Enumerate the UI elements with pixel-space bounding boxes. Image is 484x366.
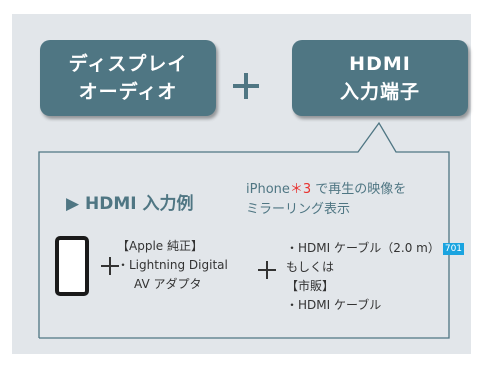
cable-line1: ・HDMI ケーブル（2.0 m）701 — [286, 239, 465, 258]
hdmi-terminal-line2: 入力端子 — [339, 81, 420, 103]
mirroring-note: iPhone＊3 で再生の映像を ミラーリング表示 — [246, 180, 406, 220]
footnote-marker: ＊3 — [289, 182, 312, 197]
display-audio-line1: ディスプレイ — [68, 53, 188, 75]
note-line1: iPhone＊3 で再生の映像を — [246, 180, 406, 200]
plus-icon — [101, 257, 119, 275]
display-audio-box: ディスプレイ オーディオ — [40, 40, 216, 116]
hdmi-terminal-line1: HDMI — [349, 53, 411, 75]
adapter-line2: ・Lightning Digital — [117, 258, 228, 272]
smartphone-icon — [55, 236, 89, 296]
cable-text: ・HDMI ケーブル（2.0 m）701 もしくは 【市販】 ・HDMI ケーブ… — [286, 239, 465, 315]
page-ref-badge[interactable]: 701 — [442, 243, 465, 255]
cable-line4: ・HDMI ケーブル — [286, 298, 382, 312]
note-line2: ミラーリング表示 — [246, 202, 351, 217]
cable-line3: 【市販】 — [286, 279, 335, 293]
hdmi-input-example-heading: ▶ HDMI 入力例 — [66, 194, 194, 214]
note-line1-rest: で再生の映像を — [311, 182, 407, 197]
adapter-text: 【Apple 純正】 ・Lightning Digital AV アダプタ — [117, 237, 228, 294]
display-audio-line2: オーディオ — [78, 81, 178, 103]
hdmi-cable-label: ・HDMI ケーブル（2.0 m） — [286, 241, 440, 255]
cable-line2: もしくは — [286, 260, 335, 274]
adapter-line3: AV アダプタ — [134, 277, 202, 291]
plus-icon — [229, 70, 263, 104]
hdmi-terminal-box: HDMI 入力端子 — [292, 40, 468, 116]
plus-icon — [258, 261, 276, 279]
adapter-line1: 【Apple 純正】 — [117, 239, 203, 253]
note-iphone: iPhone — [246, 182, 290, 197]
